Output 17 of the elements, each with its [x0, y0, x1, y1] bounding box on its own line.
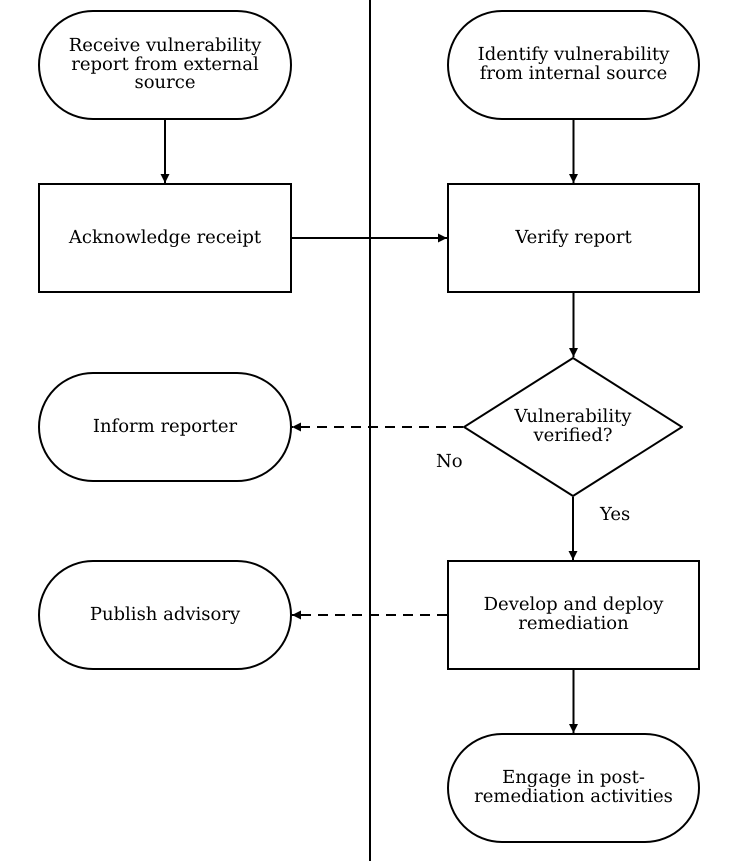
arrow — [569, 120, 578, 183]
arrow — [569, 293, 578, 357]
arrow — [292, 422, 463, 432]
terminal-shape: Engage in post-remediation activities — [447, 733, 700, 843]
arrow — [569, 670, 578, 733]
terminal-shape: Inform reporter — [38, 372, 292, 482]
terminal-shape: Receive vulnerability report from external source — [38, 10, 292, 120]
arrow — [292, 610, 447, 620]
decision-diamond: Vulnerability verified? — [463, 357, 683, 497]
process-box: Verify report — [447, 183, 700, 293]
arrow — [568, 497, 578, 560]
process-box: Acknowledge receipt — [38, 183, 292, 293]
terminal-shape: Identify vulnerability from internal source — [447, 10, 700, 120]
process-box: Develop and deploy remediation — [447, 560, 700, 670]
arrow — [160, 120, 170, 183]
terminal-shape: Publish advisory — [38, 560, 292, 670]
arrow — [292, 234, 447, 242]
